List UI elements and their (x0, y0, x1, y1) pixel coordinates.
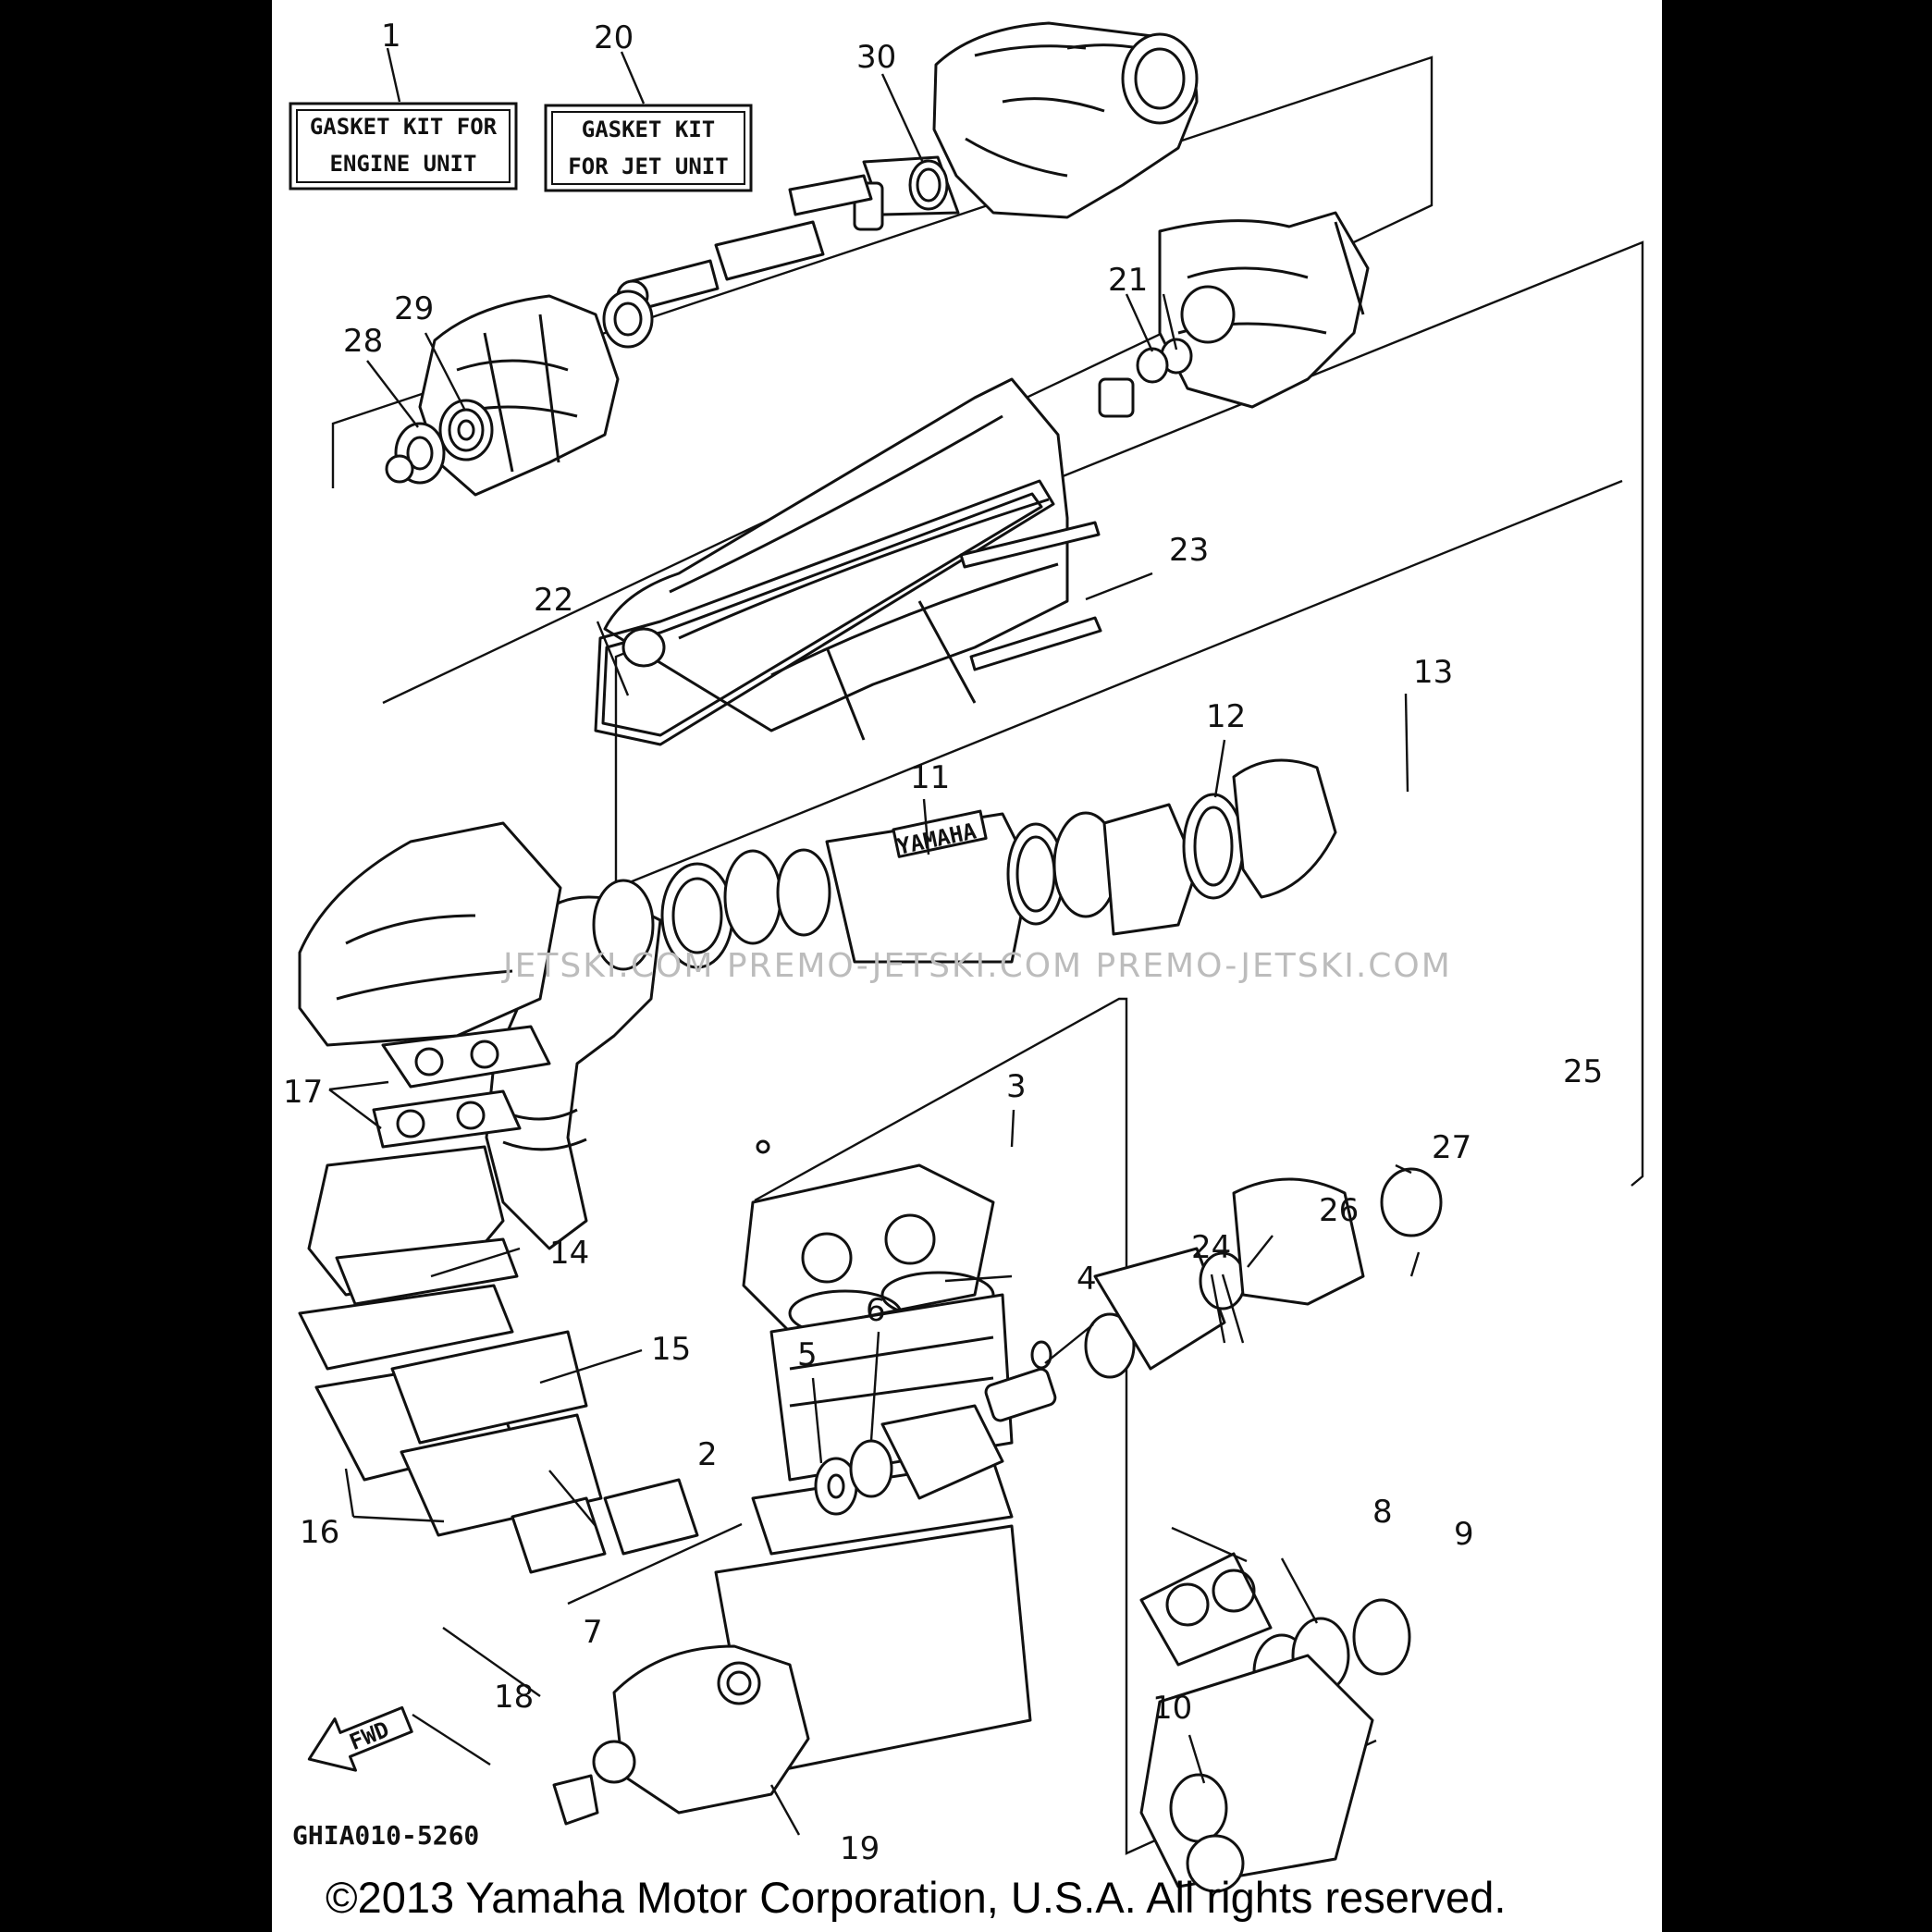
part-17-gasket-upper (381, 1025, 551, 1089)
part-15-reed-plate (390, 1330, 588, 1445)
diagram-sheet: GASKET KIT FOR ENGINE UNIT GASKET KIT FO… (272, 0, 1662, 1932)
callout-11: 11 (910, 759, 950, 796)
part-25-seal (1380, 1167, 1443, 1237)
callout-2: 2 (697, 1436, 718, 1473)
part-17-gasket-lower (372, 1089, 522, 1149)
callout-22: 22 (534, 582, 573, 619)
callout-21: 21 (1108, 262, 1148, 299)
diagram-code: GHIA010-5260 (292, 1820, 479, 1851)
engine-gasket-kit-box: GASKET KIT FOR ENGINE UNIT (289, 102, 518, 191)
part-19-cover (612, 1644, 810, 1815)
jet-kit-line1: GASKET KIT (582, 117, 716, 142)
callout-20: 20 (594, 19, 634, 56)
part-3-washer (756, 1139, 770, 1154)
part-24-o-ring (1030, 1340, 1052, 1370)
part-23-plate-upper (959, 521, 1101, 569)
flame-arrester-box (298, 821, 562, 1047)
callout-15: 15 (651, 1331, 691, 1368)
jet-kit-line2: FOR JET UNIT (568, 154, 728, 179)
callout-numbers: 1 20 30 21 29 28 23 22 13 12 11 25 3 27 … (283, 18, 1603, 1867)
callout-14: 14 (549, 1235, 589, 1272)
cylinder-head (742, 1163, 995, 1334)
part-22-gasket (594, 479, 1055, 746)
callout-5: 5 (797, 1336, 818, 1373)
callout-17: 17 (283, 1074, 323, 1111)
impeller-housing-left (385, 294, 620, 497)
jet-pump-housing (602, 21, 1199, 349)
part-7-seal (717, 1661, 761, 1705)
callout-27: 27 (1432, 1129, 1471, 1166)
fwd-arrow: FWD (307, 1705, 413, 1772)
part-18-seal (592, 1740, 636, 1784)
part-29-seal (448, 408, 485, 452)
callout-30: 30 (856, 39, 896, 76)
watermark: JETSKI.COM PREMO-JETSKI.COM PREMO-JETSKI… (501, 947, 1452, 985)
callout-16: 16 (300, 1514, 339, 1551)
callout-10: 10 (1152, 1690, 1192, 1727)
part-30-o-ring (908, 159, 949, 211)
callout-28: 28 (343, 323, 383, 360)
callout-6: 6 (866, 1292, 886, 1329)
exhaust-manifold-assembly (1139, 1552, 1411, 1893)
callout-19: 19 (840, 1830, 880, 1867)
callout-4: 4 (1077, 1261, 1097, 1298)
part-6-damper (849, 1439, 893, 1498)
engine-block (552, 1139, 1032, 1826)
part-23-plate-lower (969, 616, 1102, 671)
exploded-parts-diagram: GASKET KIT FOR ENGINE UNIT GASKET KIT FO… (283, 18, 1644, 1922)
callout-23: 23 (1169, 532, 1209, 569)
callout-12: 12 (1206, 698, 1246, 735)
coupler-assembly (814, 1167, 1443, 1516)
engine-kit-line1: GASKET KIT FOR (310, 114, 498, 140)
callout-8: 8 (1372, 1494, 1393, 1531)
callout-1: 1 (381, 18, 401, 55)
callout-leaders (328, 47, 1421, 1836)
callout-13: 13 (1413, 654, 1453, 691)
callout-26: 26 (1319, 1192, 1359, 1229)
callout-9: 9 (1454, 1516, 1474, 1553)
part-10-gasket (1186, 1834, 1245, 1893)
exhaust-chamber-assembly: YAMAHA (485, 758, 1337, 1250)
part-16-gasket-lower (400, 1413, 603, 1537)
part-26-seal (1084, 1312, 1136, 1379)
impeller-housing-right (1098, 211, 1370, 418)
shaft-bearing (602, 289, 654, 349)
callout-18: 18 (494, 1679, 534, 1716)
intermediate-housing (594, 377, 1102, 746)
callout-25: 25 (1563, 1053, 1603, 1090)
engine-kit-line2: ENGINE UNIT (330, 151, 477, 177)
callout-3: 3 (1006, 1068, 1027, 1105)
callout-24: 24 (1191, 1229, 1231, 1266)
copyright-notice: ©2013 Yamaha Motor Corporation, U.S.A. A… (326, 1873, 1506, 1922)
jet-gasket-kit-box: GASKET KIT FOR JET UNIT (544, 104, 753, 192)
bearing-housing (1093, 1247, 1226, 1371)
intake-manifold-assembly (298, 821, 699, 1574)
part-13-gasket (1182, 793, 1245, 900)
drive-shaft-section (714, 220, 825, 281)
callout-29: 29 (394, 290, 434, 327)
part-14-gasket (335, 1237, 519, 1306)
callout-7: 7 (583, 1614, 603, 1651)
